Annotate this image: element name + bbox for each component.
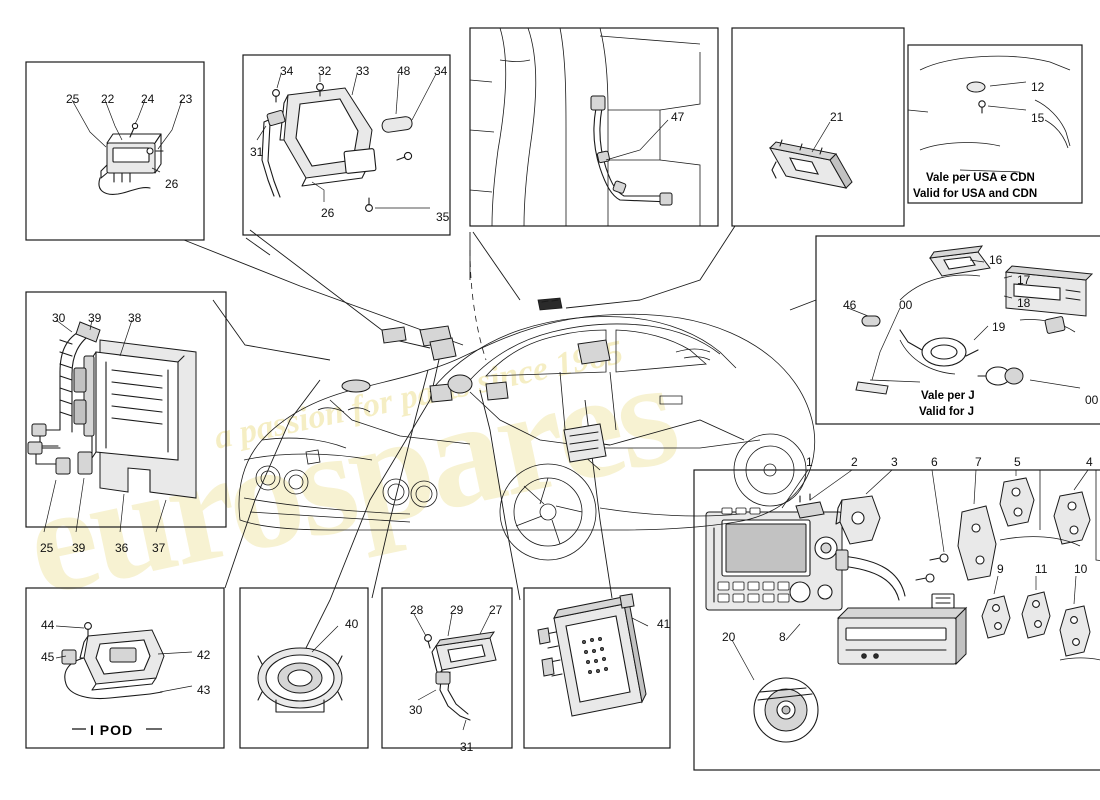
- callout-number: 24: [141, 92, 155, 106]
- callout-number: 37: [152, 541, 166, 555]
- callout-number: 3: [891, 455, 898, 469]
- callout-number: 39: [88, 311, 102, 325]
- callout-number: 21: [830, 110, 844, 124]
- callout-number: 16: [989, 253, 1003, 267]
- callout-number: 38: [128, 311, 142, 325]
- callout-number: 39: [72, 541, 86, 555]
- callout-number: 26: [165, 177, 179, 191]
- callout-number: 4: [1086, 455, 1093, 469]
- callout-number: 9: [997, 562, 1004, 576]
- callout-number: 8: [779, 630, 786, 644]
- callout-number: 40: [345, 617, 359, 631]
- callout-number: 46: [843, 298, 857, 312]
- callout-number: 47: [671, 110, 685, 124]
- callout-number: 6: [931, 455, 938, 469]
- callout-number: 43: [197, 683, 211, 697]
- callout-number: 25: [66, 92, 80, 106]
- callout-number: 45: [41, 650, 55, 664]
- callout-number: 10: [1074, 562, 1088, 576]
- callout-number: 17: [1017, 273, 1031, 287]
- caption-usa-cdn-en: Valid for USA and CDN: [913, 188, 1038, 200]
- callout-number: 31: [250, 145, 264, 159]
- callout-number: 00: [1085, 393, 1099, 407]
- callout-number: 27: [489, 603, 503, 617]
- callout-number: 31: [460, 740, 474, 754]
- callout-number: 41: [657, 617, 671, 631]
- callout-number: 00: [899, 298, 913, 312]
- callout-number: 28: [410, 603, 424, 617]
- callout-number: 34: [280, 64, 294, 78]
- callout-number: 42: [197, 648, 211, 662]
- callout-number: 11: [1035, 562, 1048, 576]
- callout-number: 2: [851, 455, 858, 469]
- callout-number: 5: [1014, 455, 1021, 469]
- callout-number: 44: [41, 618, 55, 632]
- callout-number: 35: [436, 210, 450, 224]
- caption-usa-cdn-it: Vale per USA e CDN: [926, 172, 1035, 184]
- callout-number: 30: [52, 311, 66, 325]
- caption-valid-j-it: Vale per J: [921, 390, 975, 402]
- callout-number: 32: [318, 64, 332, 78]
- callout-number: 7: [975, 455, 982, 469]
- callout-number: 36: [115, 541, 129, 555]
- callout-number: 48: [397, 64, 411, 78]
- callout-number: 18: [1017, 296, 1031, 310]
- callout-number: 26: [321, 206, 335, 220]
- callout-number: 12: [1031, 80, 1045, 94]
- callout-number: 19: [992, 320, 1006, 334]
- callout-number: 20: [722, 630, 736, 644]
- callout-number: 22: [101, 92, 115, 106]
- callout-number: 34: [434, 64, 448, 78]
- callout-number: 23: [179, 92, 193, 106]
- callout-number: 30: [409, 703, 423, 717]
- callout-number: 29: [450, 603, 464, 617]
- callout-number: 1: [806, 455, 813, 469]
- callout-number: 15: [1031, 111, 1045, 125]
- callout-number: 25: [40, 541, 54, 555]
- callout-number: 33: [356, 64, 370, 78]
- caption-ipod: I POD: [90, 722, 134, 738]
- caption-valid-j-en: Valid for J: [919, 406, 974, 418]
